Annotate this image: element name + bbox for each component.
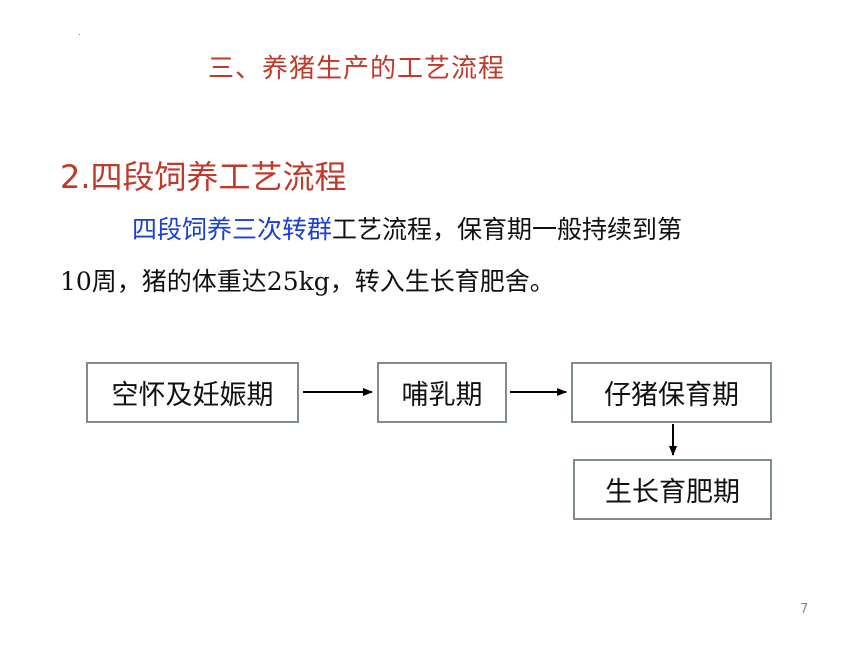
paragraph-line1-rest: 工艺流程，保育期一般持续到第	[332, 215, 683, 244]
highlight-text: 四段饲养三次转群	[132, 215, 333, 244]
page-number: 7	[800, 602, 809, 617]
stage-box-finishing: 生长育肥期	[573, 459, 772, 520]
paragraph-line2: 10周，猪的体重达25kg，转入生长育肥舍。	[60, 267, 555, 296]
stage-box-gestation: 空怀及妊娠期	[86, 362, 299, 423]
description-paragraph: 四段饲养三次转群工艺流程，保育期一般持续到第 10周，猪的体重达25kg，转入生长…	[60, 204, 780, 308]
stage-box-nursery: 仔猪保育期	[571, 362, 772, 423]
section-heading: 2.四段饲养工艺流程	[60, 158, 347, 196]
decor-dot: .	[78, 28, 81, 37]
stage-box-lactation: 哺乳期	[377, 362, 507, 423]
slide-title: 三、养猪生产的工艺流程	[208, 54, 506, 84]
